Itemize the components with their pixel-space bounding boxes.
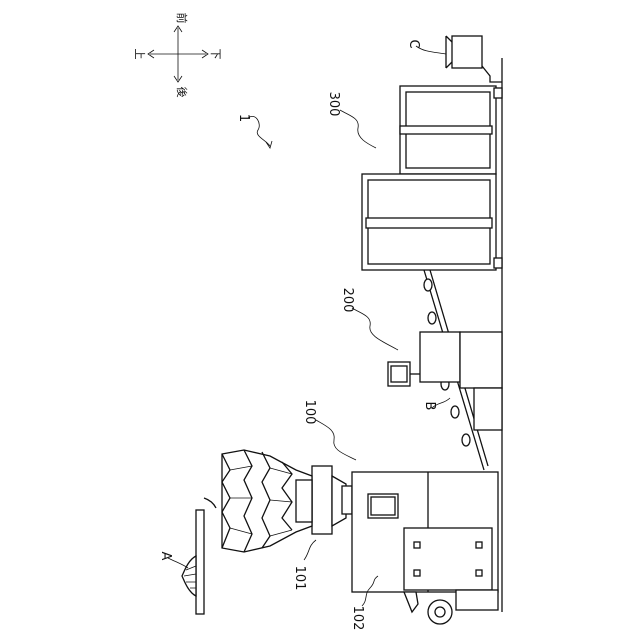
packaging-roll-holder: [456, 590, 498, 610]
leader-weigher: [316, 420, 356, 460]
weigher: 100 101: [222, 400, 356, 591]
label-packaging-machine: 102: [350, 606, 365, 631]
packaging-panel: [404, 528, 492, 590]
label-weigher: 100: [302, 400, 317, 425]
article-c-stand: [482, 66, 502, 82]
label-boxing-machine: 300: [326, 92, 341, 117]
article-a-supply: A: [158, 498, 216, 614]
boxing-unit-lower-rail: [366, 218, 492, 228]
packaging-bag-outlet: [404, 592, 418, 612]
film-roll: [428, 600, 452, 624]
weigher-collar: [296, 480, 312, 522]
orientation-compass: 前 後 上 下: [133, 13, 222, 98]
supply-chute: [196, 510, 204, 614]
label-front: 前: [175, 13, 189, 24]
article-c-box: [452, 36, 482, 68]
system-label: 1: [236, 114, 272, 148]
label-system: 1: [236, 114, 251, 122]
article-b-item: [462, 434, 470, 446]
label-down: 下: [209, 49, 222, 60]
label-article-c: C: [406, 39, 421, 48]
conveyor-base-upper: [460, 332, 502, 388]
packaging-inlet: [342, 486, 352, 514]
leader-conveyor: [352, 308, 398, 350]
leader-article-a: [168, 558, 188, 568]
packaging-machine: 102: [342, 472, 498, 630]
weigher-support: [312, 466, 332, 534]
article-c-chute: [446, 36, 452, 68]
leader-weigher-head: [304, 540, 316, 560]
conveyor-control-box: [420, 332, 460, 382]
article-b-item: [451, 406, 459, 418]
supply-outlet: [204, 498, 216, 508]
conveyor: 200 B: [340, 270, 502, 470]
label-up: 上: [133, 49, 146, 60]
leader-boxing-machine: [340, 110, 376, 148]
conveyor-base-lower: [474, 388, 502, 430]
label-back: 後: [175, 87, 189, 98]
label-weigher-head: 101: [292, 566, 307, 591]
article-c: C: [406, 36, 502, 82]
boxing-unit-upper-rail: [400, 126, 492, 134]
boxing-machine: 300: [326, 86, 502, 270]
